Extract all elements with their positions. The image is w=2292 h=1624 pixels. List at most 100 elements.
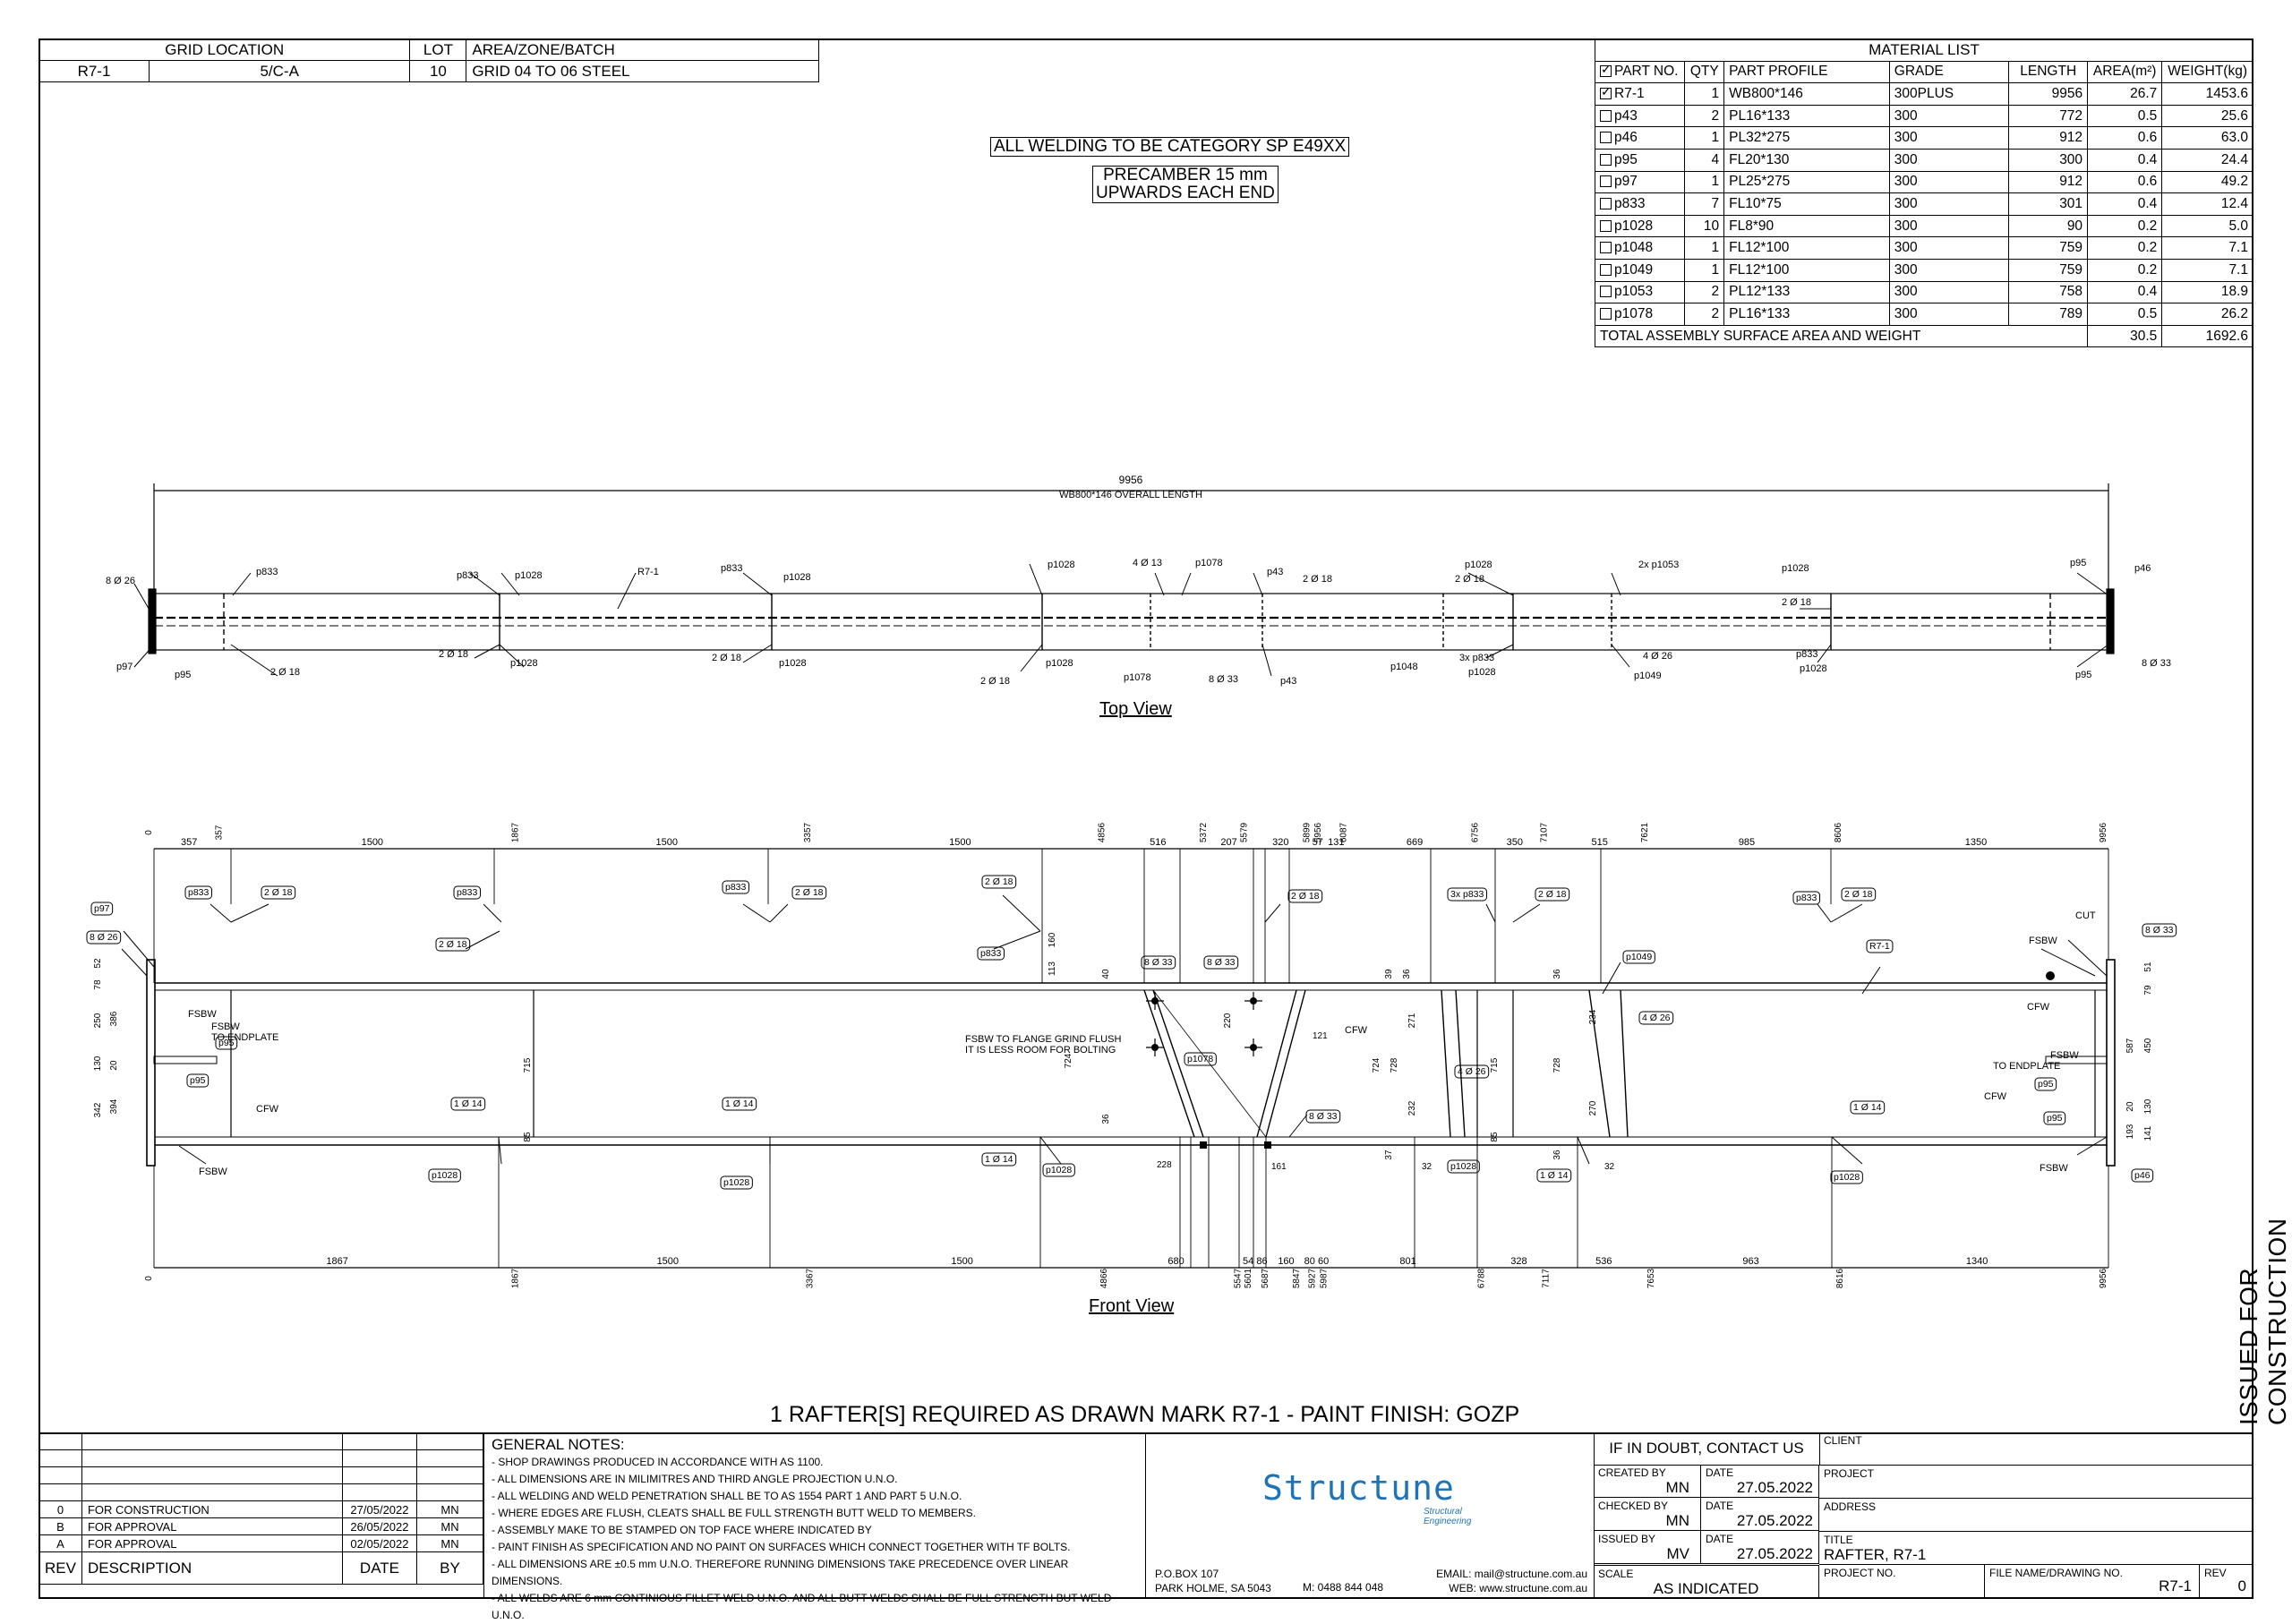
material-profile: FL10*75	[1723, 192, 1890, 216]
segment-dim-label: 985	[1739, 837, 1755, 848]
fv-note-cfw-2: CFW	[1345, 1025, 1368, 1036]
svg-text:193: 193	[2125, 1124, 2135, 1139]
row-checkbox[interactable]	[1600, 132, 1612, 144]
svg-text:587: 587	[2125, 1038, 2135, 1053]
tv-label-p833-1: p833	[256, 567, 278, 577]
tv-hole-26: 8 Ø 26	[106, 576, 135, 586]
general-note-line: - SHOP DRAWINGS PRODUCED IN ACCORDANCE W…	[492, 1456, 824, 1468]
row-checkbox[interactable]	[1600, 175, 1612, 188]
part-tag-box	[2043, 1111, 2066, 1125]
tv-label-p833-3: p833	[721, 563, 742, 574]
material-profile: FL12*100	[1723, 236, 1890, 260]
drawing-number: R7-1	[2159, 1577, 2192, 1594]
part-tag-label: p1028	[723, 1177, 749, 1188]
svg-text:39: 39	[1384, 969, 1394, 979]
chain-dim-label: 6087	[1339, 822, 1349, 842]
tv-hole-18-3: 2 Ø 18	[712, 653, 741, 663]
welding-note: ALL WELDING TO BE CATEGORY SP E49XX	[990, 137, 1350, 157]
material-weight: 7.1	[2161, 236, 2254, 260]
part-number: p46	[1614, 130, 1638, 146]
part-tag-box	[977, 946, 1005, 961]
row-checkbox[interactable]	[1600, 263, 1612, 276]
grid-location-a: R7-1	[38, 60, 150, 82]
chain-dim-label: 5579	[1239, 822, 1249, 842]
issued-stamp: ISSUED FOR CONSTRUCTION	[2235, 1218, 2291, 1425]
part-number: p1078	[1614, 305, 1654, 321]
part-tag-label: 8 Ø 33	[2145, 925, 2174, 936]
part-tag-box	[1622, 950, 1655, 964]
tv-label-p1028-2: p1028	[510, 658, 538, 669]
fv-note-cfw-3: CFW	[2027, 1002, 2050, 1013]
svg-text:36: 36	[1552, 1150, 1562, 1160]
row-checkbox[interactable]	[1600, 307, 1612, 320]
segment-dim-label: 1500	[655, 837, 677, 848]
select-all-checkbox[interactable]	[1600, 62, 1612, 78]
material-qty: 4	[1684, 148, 1725, 172]
segment-dim-label: 80	[1304, 1256, 1315, 1267]
svg-text:32: 32	[1422, 1162, 1432, 1172]
material-area: 0.2	[2087, 258, 2163, 282]
part-tag-label: p95	[2038, 1079, 2054, 1090]
svg-text:450: 450	[2143, 1038, 2153, 1053]
row-checkbox[interactable]	[1600, 153, 1612, 166]
segment-dim-label: 801	[1399, 1256, 1415, 1267]
part-tag-box	[2034, 1077, 2057, 1091]
material-length: 772	[2008, 104, 2089, 128]
part-tag-label: 2 Ø 18	[1291, 891, 1320, 902]
segment-dim-label: 1500	[362, 837, 383, 848]
part-tag-box	[1866, 939, 1894, 953]
svg-text:79: 79	[2143, 985, 2153, 996]
row-checkbox[interactable]	[1600, 242, 1612, 254]
material-length: 759	[2008, 236, 2089, 260]
part-tag-label: p833	[188, 887, 210, 898]
part-tag-label: 2 Ø 18	[264, 887, 293, 898]
material-qty: 1	[1684, 126, 1725, 150]
svg-text:270: 270	[1588, 1100, 1598, 1115]
part-number: p1053	[1614, 284, 1654, 300]
chain-dim-label: 4866	[1099, 1268, 1109, 1288]
material-list-title: MATERIAL LIST	[1595, 38, 2254, 62]
svg-text:161: 161	[1271, 1162, 1287, 1172]
revision-number: 0	[2237, 1577, 2246, 1594]
part-tag-label: 2 Ø 18	[985, 876, 1013, 887]
tv-hole-18-4: 2 Ø 18	[980, 676, 1010, 687]
tv-label-p1028-5: p1028	[1048, 560, 1075, 570]
part-tag-label: 1 Ø 14	[725, 1098, 754, 1109]
part-tag-box	[2131, 1168, 2154, 1183]
material-qty: 2	[1684, 104, 1725, 128]
chain-dim-label: 357	[214, 825, 224, 840]
chain-dim-label: 5687	[1261, 1268, 1270, 1288]
company-logo: Structune	[1262, 1468, 1455, 1508]
fv-note-cfw: CFW	[256, 1104, 279, 1115]
svg-text:36: 36	[1402, 969, 1412, 979]
row-checkbox[interactable]	[1600, 197, 1612, 209]
svg-text:160: 160	[1048, 932, 1057, 947]
material-profile: PL32*275	[1723, 126, 1890, 150]
material-weight: 26.2	[2161, 303, 2254, 326]
revision-by: MN	[415, 1534, 484, 1552]
row-checkbox[interactable]	[1600, 84, 1612, 99]
project-block	[1594, 1432, 2254, 1599]
chain-dim-label: 6756	[1470, 822, 1480, 842]
tv-label-p95-3: p95	[175, 670, 191, 680]
svg-text:342: 342	[93, 1102, 103, 1117]
part-tag-box	[90, 902, 114, 916]
tv-hole-18-2: 2 Ø 18	[439, 649, 468, 660]
company-mobile: M: 0488 844 048	[1303, 1581, 1384, 1594]
material-area: 0.5	[2087, 104, 2163, 128]
row-checkbox[interactable]	[1600, 286, 1612, 298]
row-checkbox[interactable]	[1600, 219, 1612, 232]
row-checkbox[interactable]	[1600, 109, 1612, 122]
chain-dim-label: 5372	[1199, 822, 1209, 842]
fv-note-fsbw-1: FSBW	[188, 1009, 217, 1020]
part-tag-label: 1 Ø 14	[1540, 1170, 1569, 1181]
tv-label-p95: p95	[2070, 558, 2086, 568]
general-note-line: - ALL DIMENSIONS ARE IN MILIMITRES AND T…	[492, 1473, 898, 1485]
part-tag-label: 2 Ø 18	[1844, 889, 1873, 900]
